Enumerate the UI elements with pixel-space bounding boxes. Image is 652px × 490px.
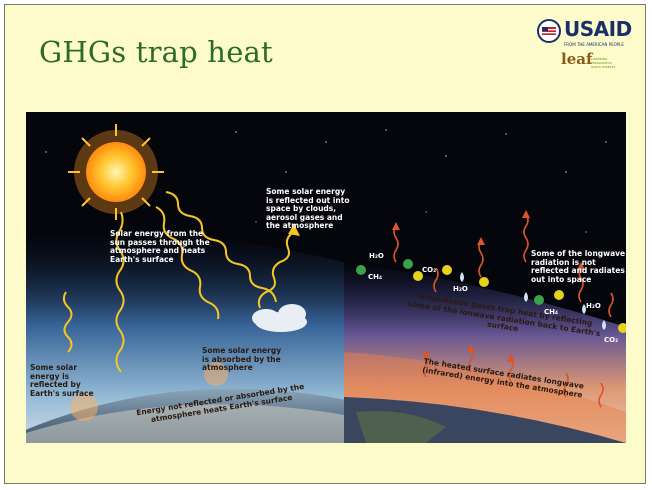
slide: GHGs trap heat USAID FROM THE AMERICAN P… [4,4,646,484]
h2o-label: H₂O [369,252,384,260]
reflected-to-space-label: Some solar energy is reflected out into … [266,187,350,230]
absorbed-label: Some solar energy is absorbed by the atm… [202,346,282,372]
usaid-tagline: FROM THE AMERICAN PEOPLE [564,42,624,47]
surface-reflected-label: Some solar energy is reflected by Earth'… [30,363,94,398]
slide-title: GHGs trap heat [39,35,273,69]
h2o-label: H₂O [453,285,468,293]
co2-label: CO₂ [422,266,437,274]
greenhouse-diagram: Solar energy from the sun passes through… [26,112,626,443]
ch4-label: CH₄ [368,273,383,281]
solar-energy-label: Solar energy from the sun passes through… [110,229,210,264]
diagram-graphic [26,112,626,443]
usaid-seal-icon [537,19,561,43]
ch4-label: CH₄ [544,308,559,316]
leaf-tagline: LOWERING EMISSIONS IN ASIA'S FORESTS [591,57,616,69]
leaf-logo: leaf LOWERING EMISSIONS IN ASIA'S FOREST… [561,50,621,69]
h2o-label: H₂O [586,302,601,310]
usaid-logo: USAID FROM THE AMERICAN PEOPLE [537,17,632,51]
usaid-wordmark: USAID [564,17,632,41]
longwave-to-space-label: Some of the longwave radiation is not re… [531,249,626,284]
leaf-wordmark: leaf [561,50,593,68]
co2-label: CO₂ [604,336,619,344]
